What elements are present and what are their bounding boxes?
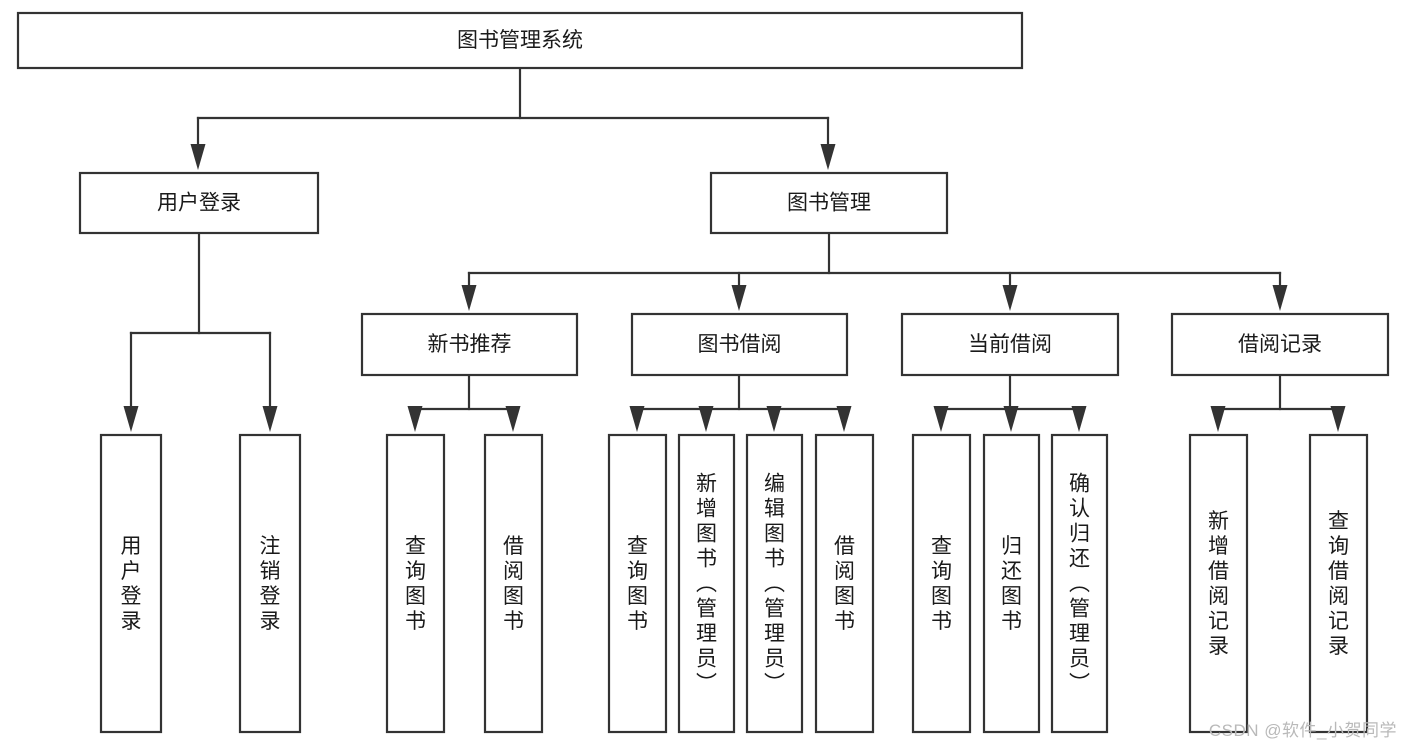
arrow-head-icon [820,144,836,170]
node-box-leaf-add-record[interactable] [1188,433,1249,734]
node-leaf-edit-book[interactable]: 编辑图书︵管理员︶ [745,433,804,734]
connector-borrow-record [1210,373,1346,432]
node-box-leaf-query-book-2[interactable] [607,433,668,734]
node-label-borrow-record: 借阅记录 [1238,333,1322,356]
connector-root [190,66,836,170]
node-label-new-book-rec: 新书推荐 [428,333,512,356]
node-new-book-rec[interactable]: 新书推荐 [360,312,579,377]
node-leaf-query-record[interactable]: 查询借阅记录 [1308,433,1369,734]
arrow-head-icon [461,285,477,311]
node-leaf-query-book-2[interactable]: 查询图书 [607,433,668,734]
node-box-leaf-return-book[interactable] [982,433,1041,734]
node-leaf-add-book[interactable]: 新增图书︵管理员︶ [677,433,736,734]
arrow-head-icon [1272,285,1288,311]
node-leaf-add-record[interactable]: 新增借阅记录 [1188,433,1249,734]
connector-book-manage [461,231,1288,311]
arrow-head-icon [190,144,206,170]
node-layer: 图书管理系统用户登录图书管理新书推荐图书借阅当前借阅借阅记录用户登录注销登录查询… [16,11,1390,734]
connector-layer [123,66,1346,432]
node-box-book-borrow[interactable] [630,312,849,377]
node-box-leaf-borrow-book-2[interactable] [814,433,875,734]
node-leaf-logout[interactable]: 注销登录 [238,433,302,734]
node-label-leaf-logout: 注销登录 [260,535,281,633]
node-leaf-query-book-1[interactable]: 查询图书 [385,433,446,734]
node-label-leaf-return-book: 归还图书 [1001,535,1022,633]
node-borrow-record[interactable]: 借阅记录 [1170,312,1390,377]
arrow-head-icon [766,406,782,432]
node-box-user-login[interactable] [78,171,320,235]
node-label-leaf-query-book-1: 查询图书 [405,535,426,633]
arrow-head-icon [629,406,645,432]
node-root[interactable]: 图书管理系统 [16,11,1024,70]
node-label-leaf-borrow-book-1: 借阅图书 [503,535,524,633]
node-current-borrow[interactable]: 当前借阅 [900,312,1120,377]
arrow-head-icon [1210,406,1226,432]
arrow-head-icon [1003,406,1019,432]
node-label-book-manage: 图书管理 [787,192,871,215]
node-label-leaf-edit-book: 编辑图书︵管理员︶ [764,473,785,696]
node-box-leaf-query-book-1[interactable] [385,433,446,734]
node-box-leaf-user-login[interactable] [99,433,163,734]
node-label-leaf-user-login: 用户登录 [121,535,142,633]
node-box-leaf-borrow-book-1[interactable] [483,433,544,734]
arrow-head-icon [933,406,949,432]
node-leaf-borrow-book-1[interactable]: 借阅图书 [483,433,544,734]
node-label-leaf-add-record: 新增借阅记录 [1208,510,1229,658]
arrow-head-icon [407,406,423,432]
node-label-leaf-query-record: 查询借阅记录 [1328,510,1349,658]
node-box-leaf-logout[interactable] [238,433,302,734]
arrow-head-icon [1071,406,1087,432]
node-box-leaf-edit-book[interactable] [745,433,804,734]
node-label-current-borrow: 当前借阅 [968,333,1052,356]
node-book-borrow[interactable]: 图书借阅 [630,312,849,377]
node-box-leaf-confirm-return[interactable] [1050,433,1109,734]
connector-user-login [123,231,278,432]
node-label-leaf-add-book: 新增图书︵管理员︶ [696,473,717,696]
node-box-new-book-rec[interactable] [360,312,579,377]
connector-book-borrow [629,373,852,432]
arrow-head-icon [698,406,714,432]
node-label-root: 图书管理系统 [457,29,583,52]
node-box-leaf-query-record[interactable] [1308,433,1369,734]
arrow-head-icon [505,406,521,432]
node-label-leaf-confirm-return: 确认归还︵管理员︶ [1069,473,1090,696]
arrow-head-icon [1002,285,1018,311]
arrow-head-icon [262,406,278,432]
node-leaf-user-login[interactable]: 用户登录 [99,433,163,734]
node-box-root[interactable] [16,11,1024,70]
node-leaf-query-book-3[interactable]: 查询图书 [911,433,972,734]
connector-current-borrow [933,373,1087,432]
node-leaf-borrow-book-2[interactable]: 借阅图书 [814,433,875,734]
connector-new-book-rec [407,373,521,432]
node-leaf-confirm-return[interactable]: 确认归还︵管理员︶ [1050,433,1109,734]
node-label-user-login: 用户登录 [157,192,241,215]
node-box-leaf-add-book[interactable] [677,433,736,734]
arrow-head-icon [731,285,747,311]
node-leaf-return-book[interactable]: 归还图书 [982,433,1041,734]
node-book-manage[interactable]: 图书管理 [709,171,949,235]
arrow-head-icon [836,406,852,432]
node-label-leaf-query-book-3: 查询图书 [931,535,952,633]
node-user-login[interactable]: 用户登录 [78,171,320,235]
node-label-book-borrow: 图书借阅 [698,333,782,356]
node-label-leaf-borrow-book-2: 借阅图书 [834,535,855,633]
node-box-leaf-query-book-3[interactable] [911,433,972,734]
arrow-head-icon [1330,406,1346,432]
arrow-head-icon [123,406,139,432]
watermark-label: CSDN @软件_小贺同学 [1208,721,1397,740]
node-box-borrow-record[interactable] [1170,312,1390,377]
node-box-current-borrow[interactable] [900,312,1120,377]
node-label-leaf-query-book-2: 查询图书 [627,535,648,633]
node-box-book-manage[interactable] [709,171,949,235]
